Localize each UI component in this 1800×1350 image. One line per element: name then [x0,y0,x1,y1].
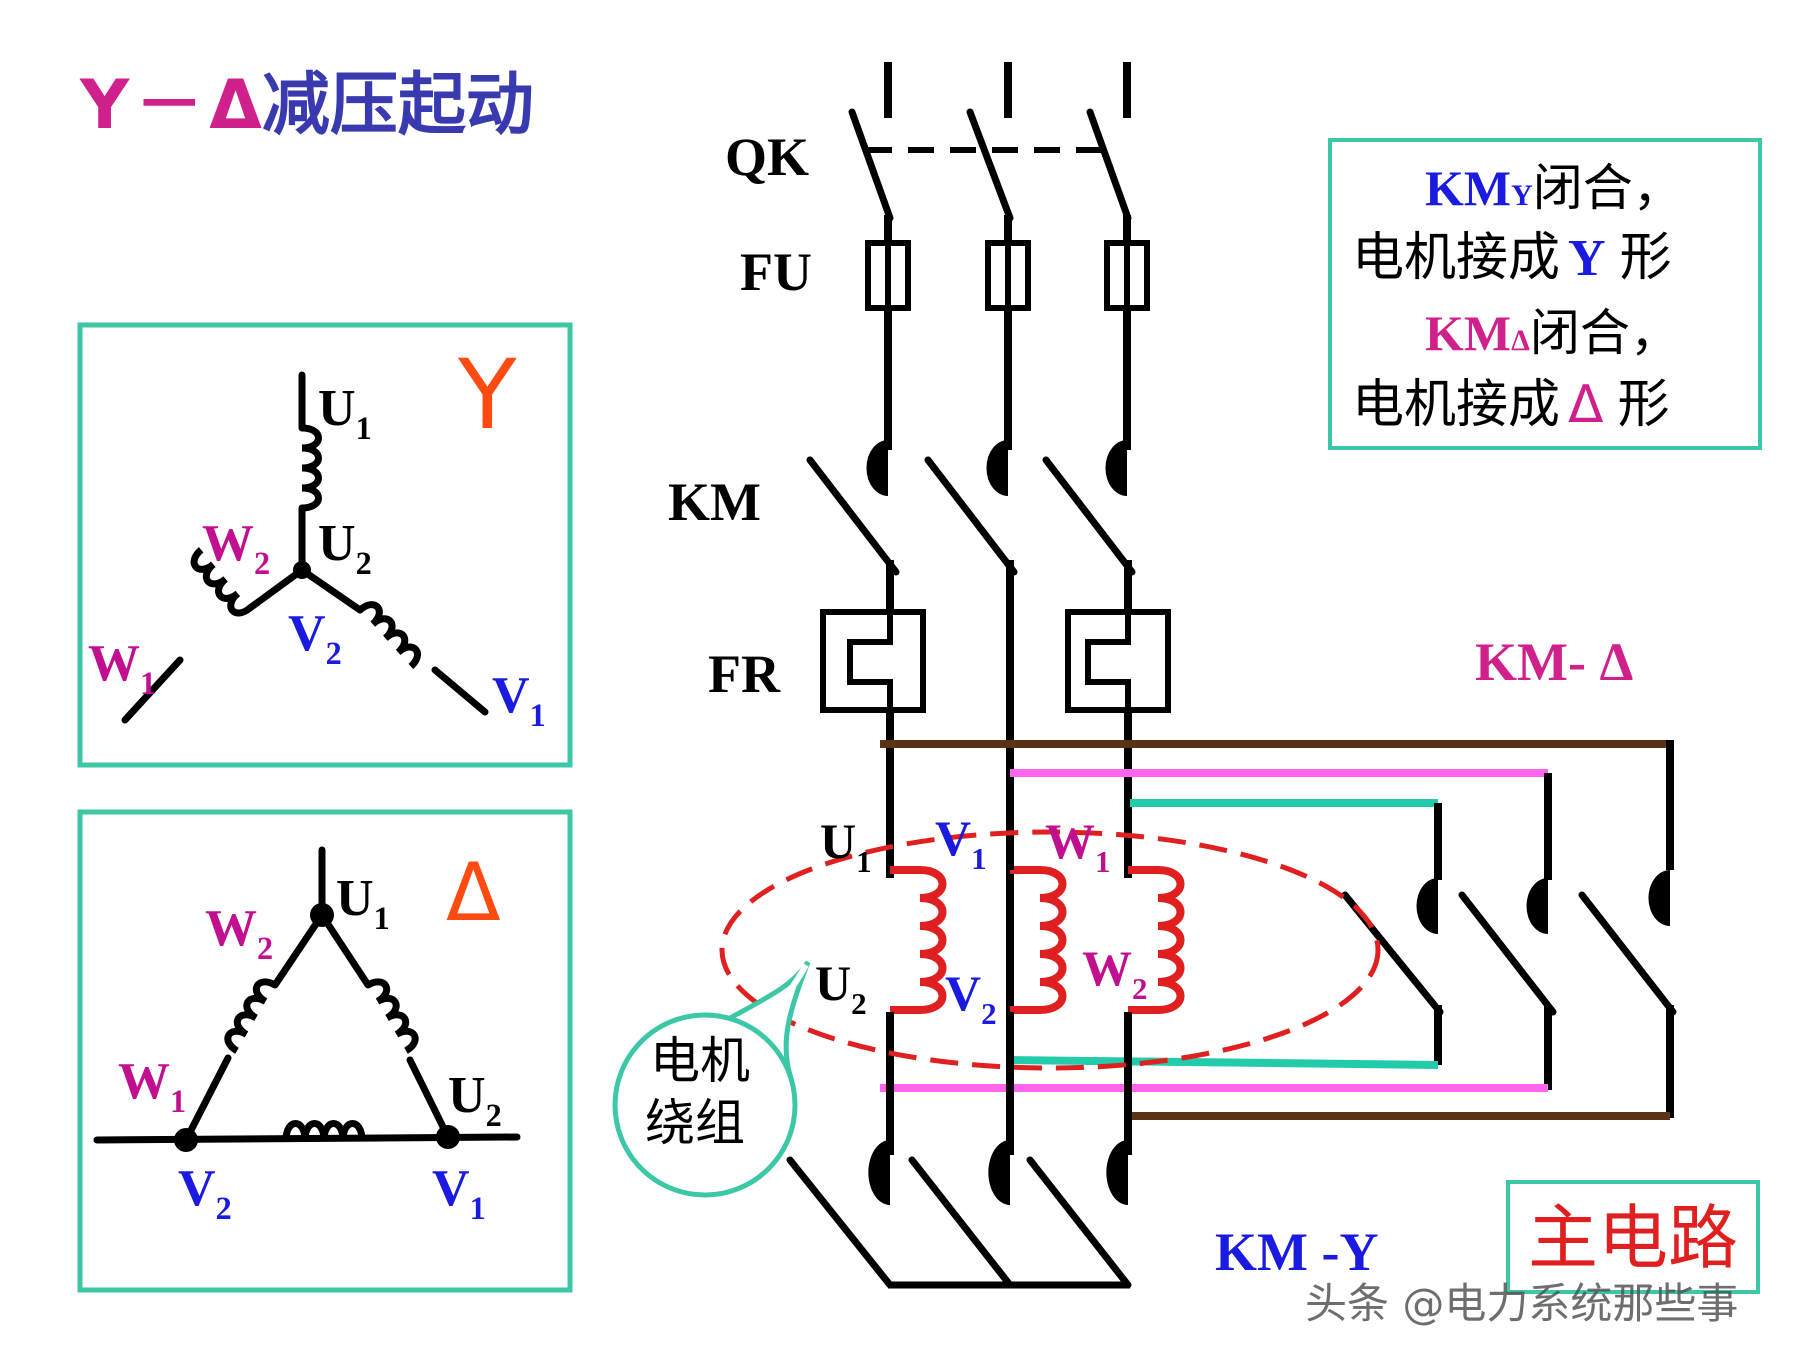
main-circuit: QK FU KM FR [612,62,1677,1289]
y-label-w1: W1 [88,635,156,701]
y-label-v1: V1 [492,667,546,733]
watermark: 头条 @电力系统那些事 [1305,1279,1738,1328]
km-label: KM [668,472,761,532]
winding-v [1010,866,1067,1014]
fr-relay-l1 [820,609,926,713]
winding-w [1128,866,1185,1014]
delta-label-w1: W1 [118,1053,186,1119]
y-label-u2: U2 [318,515,372,581]
y-connection-box: Y U1 U2 W2 W1 V2 V1 [77,322,573,768]
y-symbol: Y [457,339,517,451]
motor-label-v1: V1 [935,810,987,876]
delta-label-v1: V1 [432,1160,486,1226]
y-label-u1: U1 [318,380,372,446]
motor-label-u2: U2 [815,955,867,1021]
km-delta-return-green [1009,1056,1439,1069]
y-label-w2: W2 [202,515,270,581]
y-label-v2: V2 [288,605,342,671]
fu-label: FU [740,242,812,302]
page-title: Y－Δ减压起动 [79,66,534,145]
fr-label: FR [708,644,781,704]
winding-callout-line1: 电机 [650,1032,750,1090]
motor-label-w2: W2 [1082,940,1148,1006]
delta-label-u1: U1 [336,870,390,936]
main-circuit-label-box: 主电路 [1506,1180,1760,1294]
delta-connection-box: Δ U1 W2 W1 U2 V2 V1 [77,809,573,1293]
km-y-label: KM -Y [1215,1222,1378,1282]
qk-label: QK [725,127,809,187]
fr-relay-l3 [1065,609,1171,713]
km-delta-label: KM- Δ [1475,632,1633,692]
motor-label-w1: W1 [1045,813,1111,879]
delta-label-v2: V2 [178,1160,232,1226]
note-line-km-y: KMY闭合， [1425,159,1683,217]
delta-label-w2: W2 [205,900,273,966]
motor-label-v2: V2 [945,965,997,1031]
motor-label-u1: U1 [820,813,872,879]
winding-callout [612,960,811,1198]
note-line-km-delta: KMΔ闭合， [1425,304,1680,362]
delta-label-u2: U2 [448,1067,502,1133]
winding-callout-line2: 绕组 [645,1094,745,1152]
winding-u [890,866,947,1014]
delta-symbol: Δ [446,846,501,939]
winding-dashed-boundary [719,829,1381,1071]
main-circuit-label: 主电路 [1528,1197,1738,1279]
